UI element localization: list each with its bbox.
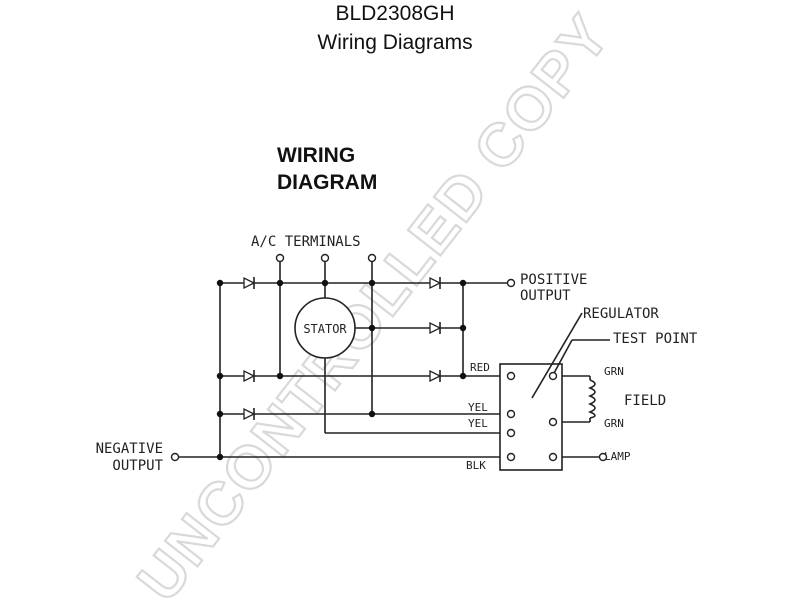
wire-label-red: RED <box>470 361 490 374</box>
ac-terminals-label: A/C TERMINALS <box>251 234 361 250</box>
wire-label-lamp: LAMP <box>604 450 631 463</box>
wire-label-yel-1: YEL <box>468 401 488 414</box>
junction-dots <box>216 279 467 461</box>
negative-output-label-line2: OUTPUT <box>112 458 163 474</box>
test-point-label: TEST POINT <box>613 331 698 347</box>
diode <box>243 407 256 421</box>
negative-output-label-line1: NEGATIVE <box>96 441 163 457</box>
part-number-title: BLD2308GH <box>335 2 454 25</box>
regulator-box <box>499 363 563 471</box>
diagram-heading-line2: DIAGRAM <box>277 171 377 194</box>
stator-label: STATOR <box>303 322 347 336</box>
field-label: FIELD <box>624 393 666 409</box>
circuit-wires <box>178 261 610 458</box>
field-coil-icon <box>587 379 596 419</box>
wire-label-grn-bottom: GRN <box>604 417 624 430</box>
page-subtitle: Wiring Diagrams <box>317 31 472 54</box>
diode <box>429 321 442 335</box>
diode <box>243 369 256 383</box>
diode <box>429 276 442 290</box>
diagram-heading-line1: WIRING <box>277 144 355 167</box>
wire-label-blk: BLK <box>466 459 486 472</box>
positive-output-label-line2: OUTPUT <box>520 288 571 304</box>
wire-label-yel-2: YEL <box>468 417 488 430</box>
wire-label-grn-top: GRN <box>604 365 624 378</box>
stator-circle <box>294 297 356 359</box>
regulator-label: REGULATOR <box>583 306 659 322</box>
positive-output-label-line1: POSITIVE <box>520 272 587 288</box>
diode <box>429 369 442 383</box>
diode <box>243 276 256 290</box>
terminal-circles <box>170 253 608 462</box>
diode-symbols <box>243 276 442 421</box>
